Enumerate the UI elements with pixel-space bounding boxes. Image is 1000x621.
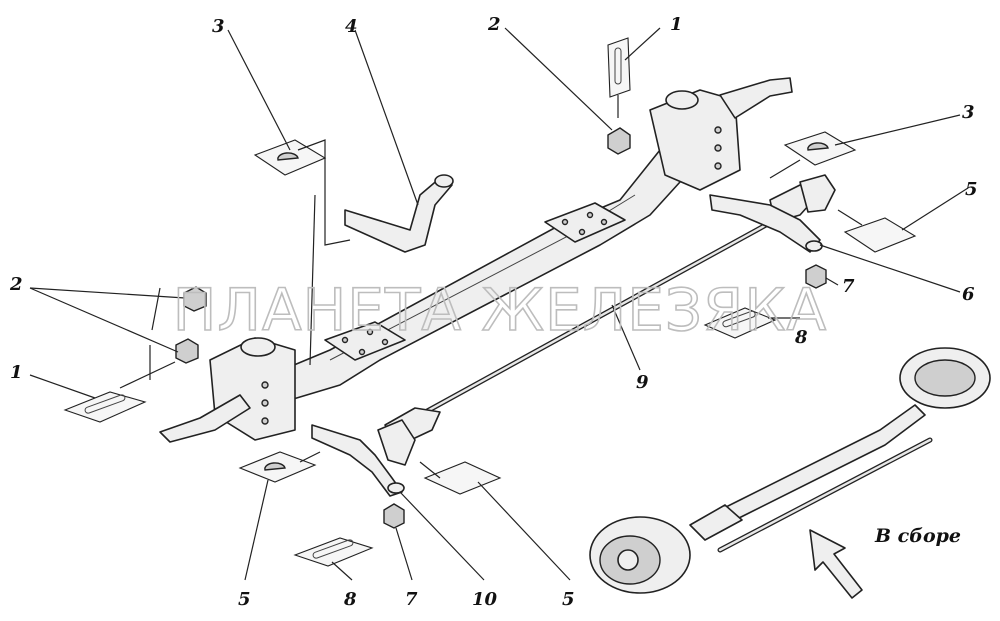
assembly-caption: В сборе — [874, 525, 961, 547]
label-7-bottom: 7 — [405, 589, 418, 610]
label-8-bottom: 8 — [343, 589, 357, 610]
label-3-topleft: 3 — [212, 16, 225, 37]
leader-lines — [29, 27, 969, 581]
label-5-bottom: 5 — [562, 589, 575, 610]
tie-rod-arm-right — [709, 174, 836, 253]
assembly-arrow — [809, 529, 863, 599]
label-1-left: 1 — [10, 362, 23, 383]
tag-fitting-bottom — [423, 461, 502, 495]
label-8-right: 8 — [794, 327, 808, 348]
tag-pin-top — [607, 37, 631, 98]
nut-left-lower — [175, 338, 199, 364]
steering-arm — [344, 174, 454, 253]
tag-key-right — [783, 131, 857, 166]
axle-beam — [269, 109, 706, 401]
tag-key-topleft — [253, 139, 327, 176]
assembly-view — [589, 347, 991, 594]
knuckle-right — [649, 77, 793, 191]
label-2-top: 2 — [487, 14, 501, 35]
label-3-right: 3 — [962, 102, 975, 123]
label-5-right: 5 — [965, 179, 978, 200]
label-7-right: 7 — [842, 276, 855, 297]
nut-bottom — [383, 503, 405, 529]
knuckle-left — [159, 337, 296, 443]
tag-pin-left — [63, 391, 147, 423]
label-5-bottomleft: 5 — [238, 589, 251, 610]
tag-pin-right — [703, 307, 777, 339]
nut-left-upper — [183, 286, 207, 312]
label-4-top: 4 — [345, 16, 358, 37]
watermark-text: ПЛАНЕТА ЖЕЛЕЗЯКА — [173, 276, 827, 344]
spring-pad-left — [324, 321, 406, 361]
label-10-bottom: 10 — [472, 589, 498, 610]
label-9-tierod: 9 — [636, 372, 649, 393]
tag-fitting-right — [843, 217, 917, 253]
label-6-right: 6 — [962, 284, 975, 305]
nut-top — [607, 127, 631, 155]
part-labels: 1 2 3 4 3 5 6 7 8 9 2 1 5 8 7 10 5 — [9, 14, 978, 610]
tag-key-bottomleft — [238, 451, 317, 483]
spring-pad-right — [544, 202, 626, 243]
nut-right — [805, 264, 827, 289]
tie-rod-arm-left — [311, 419, 416, 497]
tag-pin-bottom — [293, 537, 374, 567]
label-1-top: 1 — [670, 14, 683, 35]
label-2-left: 2 — [9, 274, 23, 295]
